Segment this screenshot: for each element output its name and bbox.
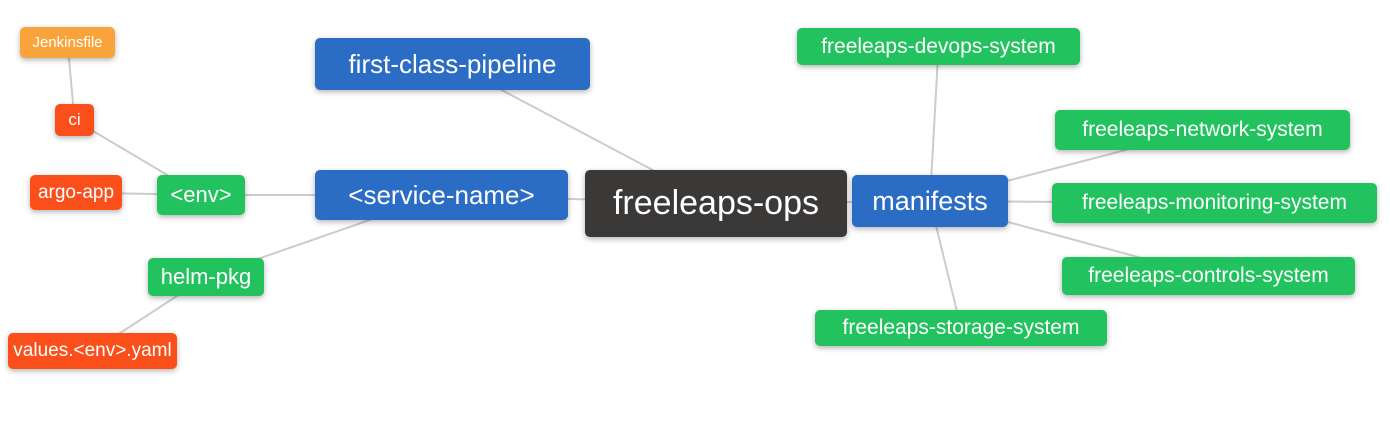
node-network-system[interactable]: freeleaps-network-system <box>1055 110 1350 150</box>
node-controls-system[interactable]: freeleaps-controls-system <box>1062 257 1355 295</box>
node-first-class-pipeline[interactable]: first-class-pipeline <box>315 38 590 90</box>
node-env[interactable]: <env> <box>157 175 245 215</box>
node-service-name[interactable]: <service-name> <box>315 170 568 220</box>
node-freeleaps-ops[interactable]: freeleaps-ops <box>585 170 847 237</box>
node-jenkinsfile[interactable]: Jenkinsfile <box>20 27 115 58</box>
node-manifests[interactable]: manifests <box>852 175 1008 227</box>
node-helm-pkg[interactable]: helm-pkg <box>148 258 264 296</box>
node-values-env-yaml[interactable]: values.<env>.yaml <box>8 333 177 369</box>
node-ci[interactable]: ci <box>55 104 94 136</box>
node-devops-system[interactable]: freeleaps-devops-system <box>797 28 1080 65</box>
node-monitoring-system[interactable]: freeleaps-monitoring-system <box>1052 183 1377 223</box>
node-argo-app[interactable]: argo-app <box>30 175 122 210</box>
node-storage-system[interactable]: freeleaps-storage-system <box>815 310 1107 346</box>
